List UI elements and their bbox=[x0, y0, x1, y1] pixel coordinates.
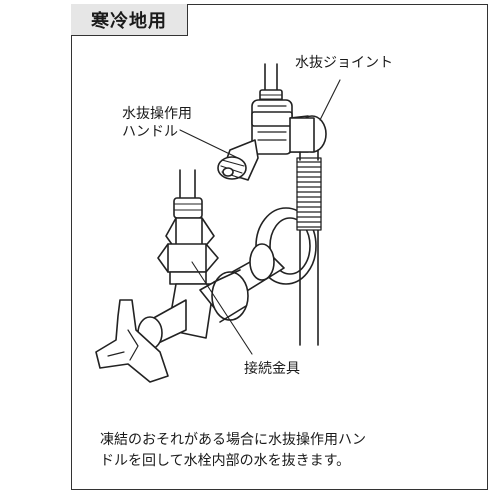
drain-handle bbox=[217, 139, 259, 181]
shutoff-handle bbox=[95, 299, 169, 383]
drain-joint-label: 水抜ジョイント bbox=[295, 55, 393, 71]
leader-lines bbox=[179, 79, 341, 355]
drain-handle-label: 水抜操作用 ハンドル bbox=[122, 105, 192, 141]
connection-fitting-label: 接続金具 bbox=[244, 361, 300, 377]
left-pipe bbox=[173, 169, 203, 219]
drain-joint-body bbox=[251, 99, 327, 161]
diagram-title: 寒冷地用 bbox=[91, 10, 167, 32]
top-supply-pipe bbox=[259, 63, 283, 103]
title-tab: 寒冷地用 bbox=[71, 4, 188, 36]
drain-handle-label-line2: ハンドル bbox=[122, 124, 178, 140]
caption: 凍結のおそれがある場合に水抜操作用ハン ドルを回して水栓内部の水を抜きます。 bbox=[100, 430, 480, 472]
valve-body bbox=[167, 243, 285, 339]
caption-line1: 凍結のおそれがある場合に水抜操作用ハン bbox=[100, 432, 366, 448]
connection-fitting bbox=[157, 217, 219, 285]
corrugated-hose bbox=[296, 157, 322, 231]
drain-handle-label-line1: 水抜操作用 bbox=[122, 106, 192, 122]
caption-line2: ドルを回して水栓内部の水を抜きます。 bbox=[100, 453, 351, 469]
